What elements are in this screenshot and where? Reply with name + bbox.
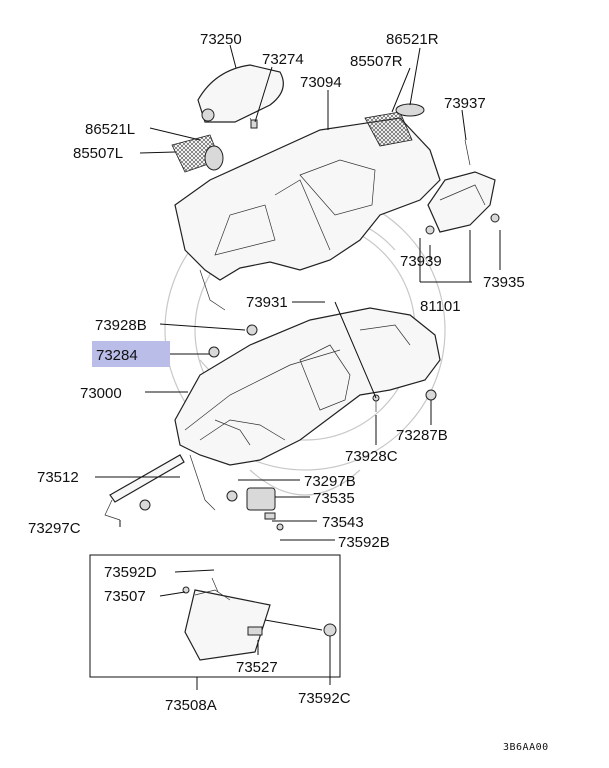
label-73543: 73543 bbox=[322, 514, 364, 531]
label-73928B: 73928B bbox=[95, 317, 147, 334]
label-73535: 73535 bbox=[313, 490, 355, 507]
right-vent-grille bbox=[364, 103, 425, 147]
label-73287B: 73287B bbox=[396, 427, 448, 444]
label-86521L: 86521L bbox=[85, 121, 135, 138]
highlight-73284 bbox=[92, 341, 170, 367]
label-73592C: 73592C bbox=[298, 690, 351, 707]
label-73592B: 73592B bbox=[338, 534, 390, 551]
label-73935: 73935 bbox=[483, 274, 525, 291]
diagram-code: 3B6AA00 bbox=[503, 742, 549, 753]
label-85507R: 85507R bbox=[350, 53, 403, 70]
fasteners bbox=[208, 324, 437, 531]
meter-hood bbox=[425, 139, 500, 235]
label-73297C: 73297C bbox=[28, 520, 81, 537]
leader-lines bbox=[95, 44, 501, 690]
label-73250: 73250 bbox=[200, 31, 242, 48]
label-73284: 73284 bbox=[96, 347, 138, 364]
label-73939: 73939 bbox=[400, 253, 442, 270]
label-73274: 73274 bbox=[262, 51, 304, 68]
speaker-cover bbox=[197, 64, 284, 129]
left-vent-grille bbox=[171, 134, 224, 173]
label-81101: 81101 bbox=[420, 298, 461, 315]
label-86521R: 86521R bbox=[386, 31, 439, 48]
instrument-panel bbox=[174, 307, 441, 511]
label-73937: 73937 bbox=[444, 95, 486, 112]
label-73297B: 73297B bbox=[304, 473, 356, 490]
label-85507L: 85507L bbox=[73, 145, 123, 162]
label-73592D: 73592D bbox=[104, 564, 157, 581]
glove-box-group-frame bbox=[89, 554, 341, 678]
label-73000: 73000 bbox=[80, 385, 122, 402]
label-73094: 73094 bbox=[300, 74, 342, 91]
stay-bracket bbox=[104, 454, 185, 521]
label-73931: 73931 bbox=[246, 294, 288, 311]
label-73507: 73507 bbox=[104, 588, 146, 605]
label-73527: 73527 bbox=[236, 659, 278, 676]
label-73512: 73512 bbox=[37, 469, 79, 486]
label-73928C: 73928C bbox=[345, 448, 398, 465]
part-labels: 73250 73274 86521R 85507R 73094 73937 86… bbox=[28, 31, 549, 753]
label-73508A: 73508A bbox=[165, 697, 217, 714]
glove-box bbox=[182, 577, 337, 661]
